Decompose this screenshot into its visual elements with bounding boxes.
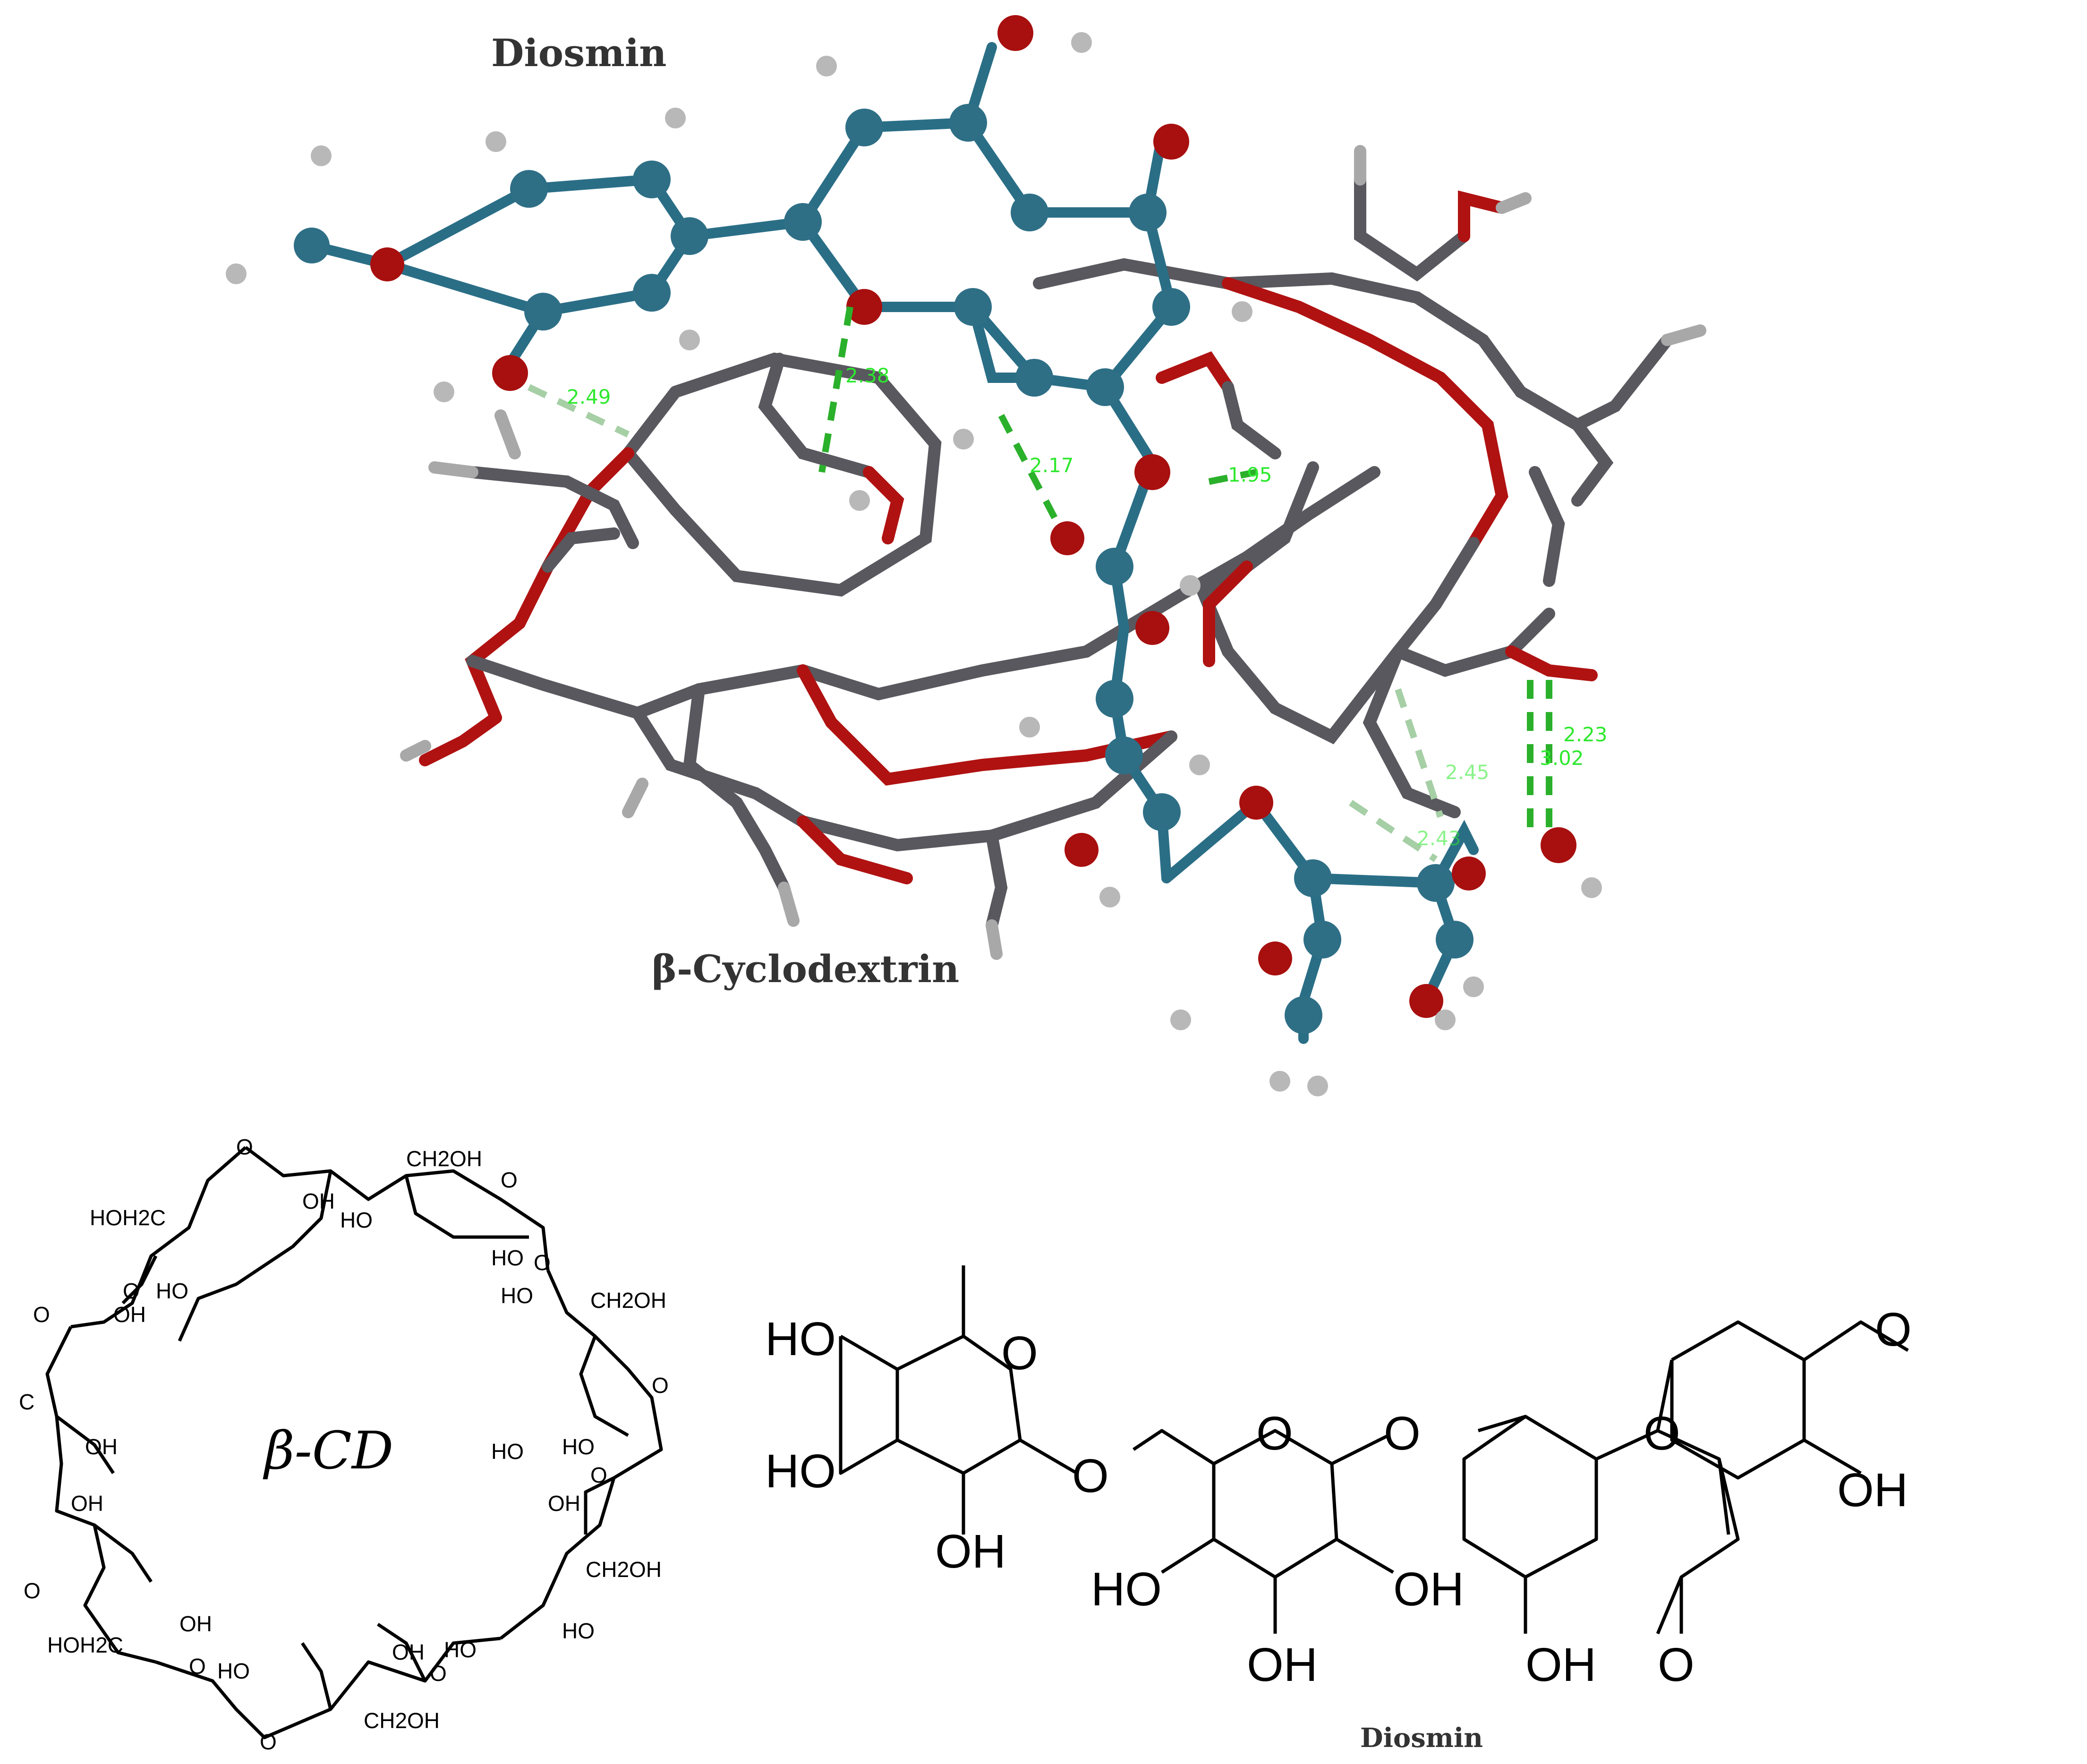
- atom-label: HO: [491, 1246, 524, 1270]
- atom-label: OH: [935, 1525, 1006, 1578]
- distance-label: 1.95: [1228, 463, 1272, 486]
- molecular-model-3d: 2.49 2.38 2.17 1.95 2.23 3.02 2.45 2.43 …: [226, 15, 1706, 1096]
- atom-label: OH: [179, 1611, 212, 1636]
- atom-label: HO: [156, 1279, 188, 1303]
- distance-labels: 2.49 2.38 2.17 1.95 2.23 3.02 2.45 2.43: [567, 364, 1608, 850]
- atom-label: HO: [340, 1208, 373, 1232]
- distance-label: 2.43: [1417, 827, 1461, 850]
- atom-label: HOH2C: [47, 1633, 123, 1657]
- atom-label: OH: [548, 1491, 580, 1516]
- distance-label: 2.38: [845, 364, 890, 387]
- diosmin-structure: HO O HO OH O O O HO OH OH O OH O O OH Di…: [765, 1265, 1912, 1754]
- atom-label: O: [1644, 1407, 1680, 1460]
- distance-label: 2.49: [567, 385, 611, 408]
- atom-label: O: [1658, 1638, 1695, 1691]
- atom-label: CH2OH: [586, 1557, 662, 1582]
- atom-label: HO: [444, 1637, 477, 1662]
- atom-label: O: [1384, 1407, 1421, 1460]
- diosmin-ball-and-stick: [294, 15, 1576, 1044]
- atom-label: HO: [501, 1283, 533, 1308]
- atom-label: HO: [1091, 1563, 1162, 1616]
- hydrogen-balls: [226, 32, 1602, 1096]
- beta-cd-structure: β-CD O CH2OH OH HO HOH2C HO O OH O HO CH…: [19, 1135, 669, 1754]
- atom-label: HO: [765, 1313, 836, 1365]
- atom-label: CH2OH: [590, 1288, 666, 1313]
- atom-label: OH: [1837, 1464, 1908, 1517]
- cyclodextrin-3d-label: β-Cyclodextrin: [652, 947, 959, 991]
- atom-label: O: [501, 1168, 518, 1192]
- atom-label: HO: [217, 1659, 250, 1683]
- distance-label: 2.45: [1445, 761, 1490, 784]
- atom-label: HO: [562, 1619, 595, 1643]
- atom-label: HO: [765, 1445, 836, 1498]
- beta-cd-center-label: β-CD: [263, 1420, 393, 1481]
- atom-label: O: [652, 1373, 669, 1398]
- atom-label: OH: [302, 1189, 335, 1213]
- distance-label: 2.23: [1563, 723, 1608, 746]
- atom-label: OH: [1525, 1638, 1596, 1691]
- atom-label: O: [1256, 1407, 1293, 1460]
- atom-label: CH2OH: [364, 1708, 440, 1733]
- atom-label: OH: [392, 1640, 425, 1664]
- hydrogen-bond-lines: [527, 306, 1552, 862]
- atom-label: OH: [1247, 1638, 1318, 1691]
- atom-label: O: [236, 1135, 253, 1159]
- diosmin-structure-caption: Diosmin: [1360, 1722, 1483, 1754]
- hydrogen-caps: [400, 145, 1706, 960]
- atom-label: HO: [562, 1434, 595, 1459]
- cyclodextrin-stick-model: [419, 173, 1673, 932]
- atom-label: O: [189, 1654, 206, 1679]
- beta-cd-atom-labels: O CH2OH OH HO HOH2C HO O OH O HO CH2OH O…: [19, 1135, 669, 1754]
- distance-label: 2.17: [1030, 454, 1074, 477]
- atom-label: O: [1001, 1327, 1038, 1380]
- atom-label: OH: [71, 1491, 103, 1516]
- atom-label: O: [123, 1279, 140, 1303]
- atom-label: O: [1072, 1450, 1109, 1502]
- atom-label: O: [1875, 1303, 1912, 1356]
- atom-label: HOH2C: [90, 1205, 166, 1230]
- atom-label: HO: [491, 1439, 524, 1464]
- atom-label: O: [430, 1661, 447, 1686]
- atom-label: CH2OH: [406, 1146, 482, 1171]
- atom-label: O: [33, 1302, 50, 1327]
- atom-label: O: [24, 1578, 41, 1603]
- distance-label: 3.02: [1540, 746, 1584, 770]
- atom-label: O: [260, 1730, 277, 1754]
- atom-label: OH: [85, 1434, 118, 1459]
- atom-label: O: [590, 1463, 607, 1487]
- atom-label: O: [534, 1250, 551, 1275]
- atom-label: OH: [113, 1302, 146, 1327]
- atom-label: OH: [1393, 1563, 1464, 1616]
- diosmin-3d-label: Diosmin: [491, 31, 666, 75]
- atom-label: C: [19, 1390, 34, 1414]
